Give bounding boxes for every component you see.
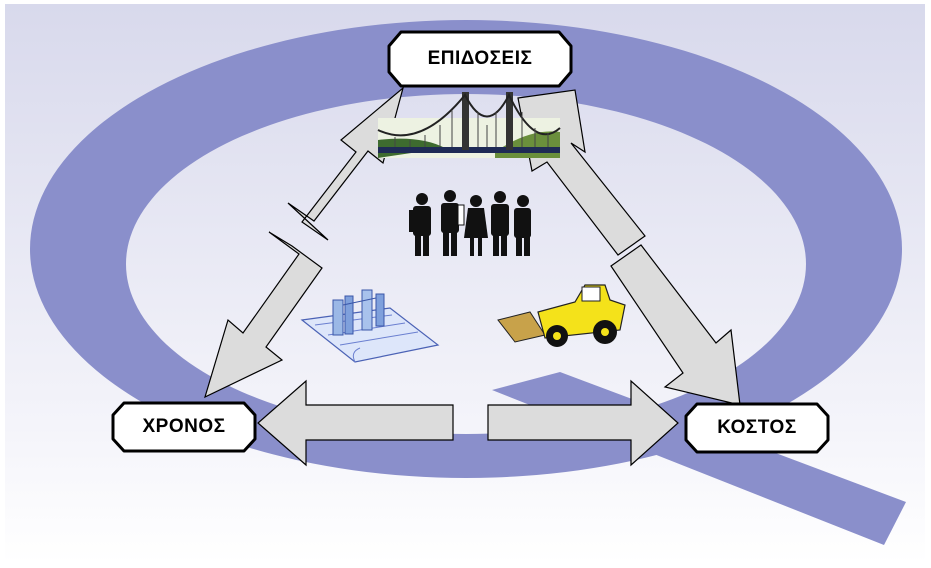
node-performance: ΕΠΙΔΟΣΕΙΣ (387, 30, 573, 88)
node-time: ΧΡΟΝΟΣ (111, 401, 257, 453)
arrow-bottom-to-right (487, 379, 679, 467)
node-performance-label: ΕΠΙΔΟΣΕΙΣ (427, 48, 533, 69)
people-icon (409, 190, 531, 256)
bridge-icon (377, 92, 561, 158)
node-time-label: ΧΡΟΝΟΣ (142, 416, 226, 437)
node-cost-label: ΚΟΣΤΟΣ (717, 417, 797, 438)
node-cost: ΚΟΣΤΟΣ (684, 402, 830, 454)
bulldozer-icon (497, 284, 626, 347)
arrow-top-to-left-lower (204, 231, 323, 399)
blueprint-icon (300, 289, 440, 363)
arrow-bottom-to-left (257, 379, 454, 467)
arrow-top-to-right-lower (610, 244, 741, 406)
